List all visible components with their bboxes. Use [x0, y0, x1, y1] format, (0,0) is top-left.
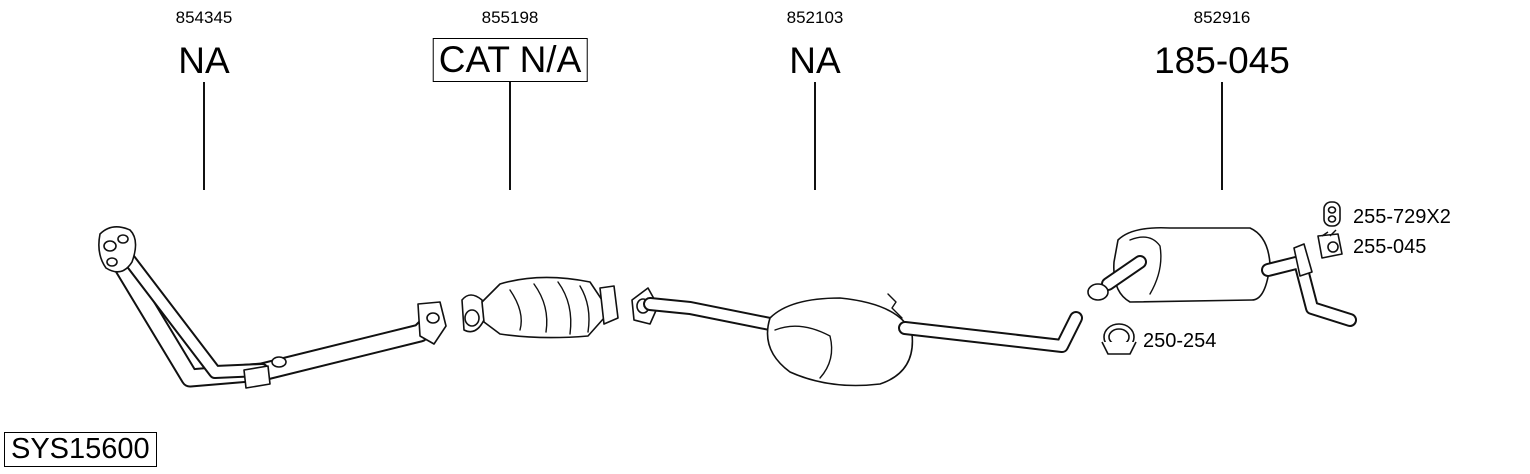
pipe-clamp-icon	[1101, 323, 1137, 355]
oe-number-catalyst: 855198	[481, 8, 539, 27]
oe-number-front-pipe: 854345	[175, 8, 233, 27]
front-pipe	[98, 226, 447, 389]
callout-lines	[203, 82, 1223, 190]
part-code-catalyst[interactable]: CAT N/A	[432, 38, 588, 82]
catalytic-converter	[461, 276, 619, 339]
part-code-rear-silencer[interactable]: 185-045	[1154, 40, 1290, 81]
rear-silencer	[1087, 226, 1357, 327]
part-code-front-pipe[interactable]: NA	[178, 40, 230, 81]
accessory-code-mounting-kit[interactable]: 255-045	[1353, 236, 1427, 258]
oe-number-rear-silencer: 852916	[1193, 8, 1251, 27]
part-code-middle-silencer[interactable]: NA	[789, 40, 841, 81]
system-code: SYS15600	[4, 432, 157, 468]
middle-silencer	[631, 287, 1083, 387]
oe-number-middle-silencer: 852103	[786, 8, 844, 27]
rubber-hanger-icon	[1323, 201, 1341, 227]
accessory-code-hanger[interactable]: 255-729X2	[1353, 206, 1451, 228]
mounting-kit-icon	[1317, 229, 1343, 259]
accessory-code-clamp[interactable]: 250-254	[1143, 330, 1217, 352]
